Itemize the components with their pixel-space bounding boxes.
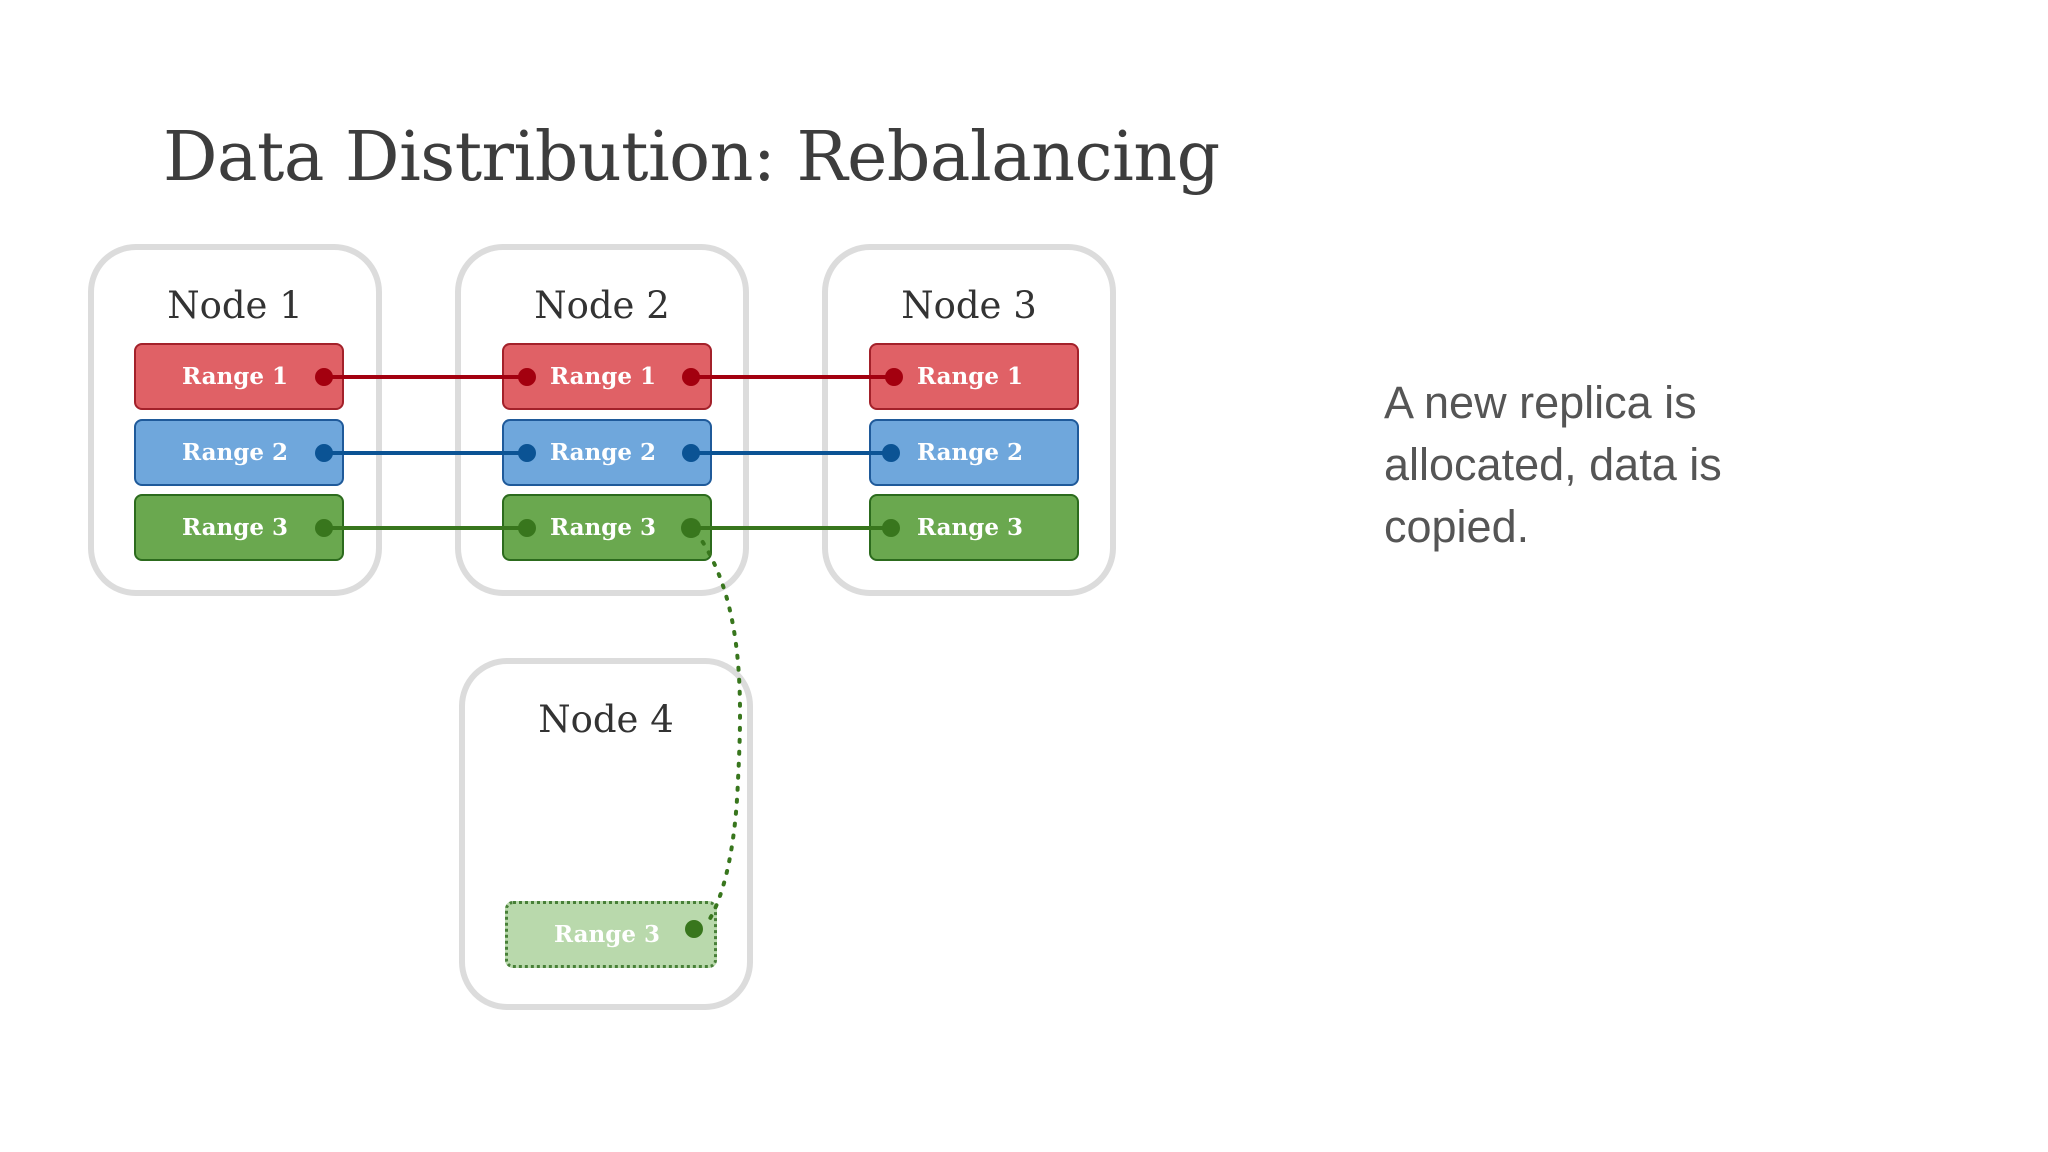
slide-title: Data Distribution: Rebalancing (163, 118, 1220, 197)
node-1-range-1: Range 1 (134, 343, 344, 410)
node-1-range-2: Range 2 (134, 419, 344, 486)
node-2-range-1: Range 1 (502, 343, 712, 410)
node-1-range-3: Range 3 (134, 494, 344, 561)
range-label: Range 3 (550, 514, 656, 541)
node-label: Node 3 (901, 284, 1037, 327)
range-label: Range 2 (917, 439, 1023, 466)
node-3-range-3: Range 3 (869, 494, 1079, 561)
range-label: Range 1 (550, 363, 656, 390)
range-label: Range 1 (182, 363, 288, 390)
node-3-range-2: Range 2 (869, 419, 1079, 486)
node-label: Node 1 (167, 284, 303, 327)
caption: A new replica is allocated, data is copi… (1384, 377, 1722, 552)
range-label: Range 1 (917, 363, 1023, 390)
range-label: Range 3 (554, 921, 660, 948)
range-label: Range 2 (182, 439, 288, 466)
node-4-range-3-copying: Range 3 (505, 901, 717, 968)
node-label: Node 4 (538, 698, 674, 741)
range-label: Range 3 (917, 514, 1023, 541)
node-2-range-3: Range 3 (502, 494, 712, 561)
node-3-range-1: Range 1 (869, 343, 1079, 410)
range-label: Range 3 (182, 514, 288, 541)
range-label: Range 2 (550, 439, 656, 466)
node-label: Node 2 (534, 284, 670, 327)
node-2-range-2: Range 2 (502, 419, 712, 486)
